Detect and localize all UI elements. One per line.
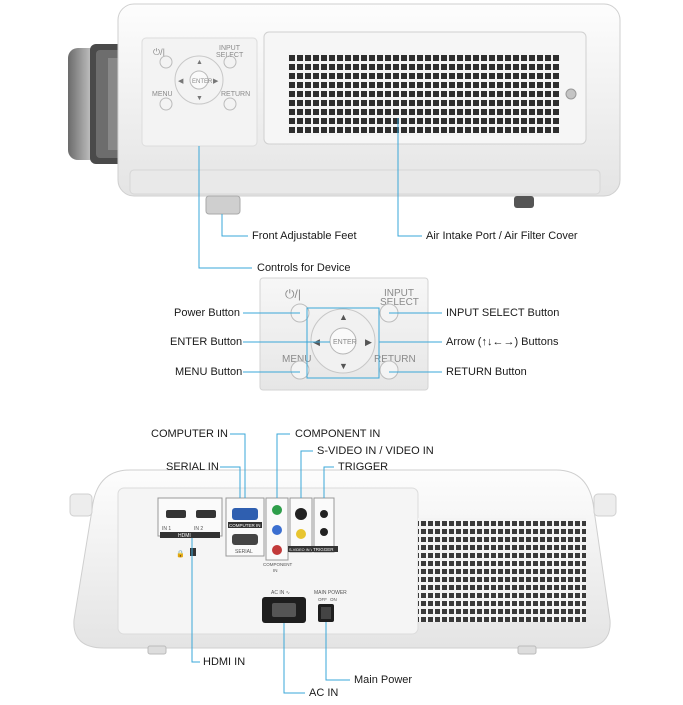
label-input-select-button: INPUT SELECT Button: [446, 307, 560, 319]
control-panel-small: ⏻/| INPUT SELECT MENU RETURN ENTER ▲ ▼ ◀…: [141, 37, 258, 147]
rear-hdmi-text: HDMI: [178, 533, 191, 539]
closeup-power-text: ⏻/|: [285, 287, 301, 301]
svg-text:▼: ▼: [196, 95, 203, 102]
label-ac-in: AC IN: [309, 687, 339, 699]
rear-serial-text: SERIAL: [235, 549, 253, 555]
label-svideo-in: S-VIDEO IN / VIDEO IN: [317, 445, 434, 457]
lock-icon: 🔒: [176, 550, 185, 558]
label-return-button: RETURN Button: [446, 366, 527, 378]
svg-text:◀: ◀: [178, 78, 184, 85]
computer-serial-ports: COMPUTER IN SERIAL: [225, 497, 265, 557]
panel-return-text: RETURN: [221, 91, 250, 98]
label-component-in: COMPONENT IN: [295, 428, 381, 440]
rear-computer-text: COMPUTER IN: [229, 523, 261, 528]
rear-off-text: OFF: [318, 597, 327, 602]
label-air-intake: Air Intake Port / Air Filter Cover: [426, 230, 578, 242]
closeup-return-button: [379, 360, 399, 380]
label-arrow-buttons: Arrow (↑↓←→) Buttons: [446, 336, 559, 348]
controls-closeup: ⏻/| INPUT SELECT MENU RETURN ENTER ▲ ▼ ◀…: [243, 277, 442, 391]
closeup-enter-text: ENTER: [333, 339, 357, 346]
label-menu-button: MENU Button: [175, 366, 243, 378]
label-power-button: Power Button: [174, 307, 241, 319]
label-hdmi-in: HDMI IN: [203, 656, 246, 668]
closeup-select-text: SELECT: [380, 297, 419, 308]
panel-menu-text: MENU: [152, 91, 173, 98]
label-front-feet: Front Adjustable Feet: [252, 230, 357, 242]
component-ports: COMPONENT IN: [263, 497, 293, 573]
hdmi-ports: IN 1 IN 2 HDMI: [157, 497, 223, 539]
rear-on-text: ON: [330, 597, 337, 602]
panel-enter-text: ENTER: [192, 79, 213, 85]
rear-component-text: COMPONENT: [263, 562, 293, 567]
closeup-enter-button: [329, 327, 357, 355]
rear-component-in-text: IN: [273, 568, 278, 573]
label-enter-button: ENTER Button: [170, 336, 243, 348]
closeup-input-text: INPUT: [384, 288, 414, 299]
closeup-menu-button: [290, 360, 310, 380]
air-intake-cover: [263, 31, 587, 145]
label-computer-in: COMPUTER IN: [151, 428, 228, 440]
trigger-ports: TRIGGER: [312, 497, 338, 553]
label-main-power: Main Power: [354, 674, 413, 686]
projector-front-view: ⏻/| INPUT SELECT MENU RETURN ENTER ▲ ▼ ◀…: [68, 3, 621, 269]
arrow-down-icon: ▼: [339, 361, 348, 371]
rear-acin-text: AC IN ∿: [271, 590, 290, 596]
arrow-right-icon: ▶: [365, 337, 372, 347]
closeup-menu-text: MENU: [282, 354, 311, 365]
ac-inlet: AC IN ∿: [262, 590, 306, 623]
rear-vent: [418, 518, 586, 622]
svg-text:▲: ▲: [196, 59, 203, 66]
label-trigger: TRIGGER: [338, 461, 389, 473]
svideo-video-ports: S-VIDEO IN VIDEO IN: [288, 497, 327, 553]
rear-trigger-text: TRIGGER: [313, 547, 334, 552]
closeup-return-text: RETURN: [374, 354, 416, 365]
arrow-up-icon: ▲: [339, 312, 348, 322]
lens: [68, 44, 128, 164]
rear-svideo-text: S-VIDEO IN VIDEO IN: [289, 548, 327, 552]
label-serial-in: SERIAL IN: [166, 461, 219, 473]
label-controls: Controls for Device: [257, 262, 351, 274]
main-power-switch: MAIN POWER OFF ON: [314, 590, 347, 622]
panel-power-text: ⏻/|: [153, 47, 165, 57]
rear-in2-text: IN 2: [194, 526, 203, 532]
projector-rear-view: IN 1 IN 2 HDMI COMPUTER IN SERIAL COMPON…: [69, 433, 617, 694]
rear-mainpower-text: MAIN POWER: [314, 590, 347, 596]
panel-input-text: INPUT: [219, 45, 241, 52]
panel-select-text: SELECT: [216, 52, 244, 59]
rear-in1-text: IN 1: [162, 526, 171, 532]
front-feet: [205, 195, 534, 215]
svg-text:▶: ▶: [213, 78, 219, 85]
